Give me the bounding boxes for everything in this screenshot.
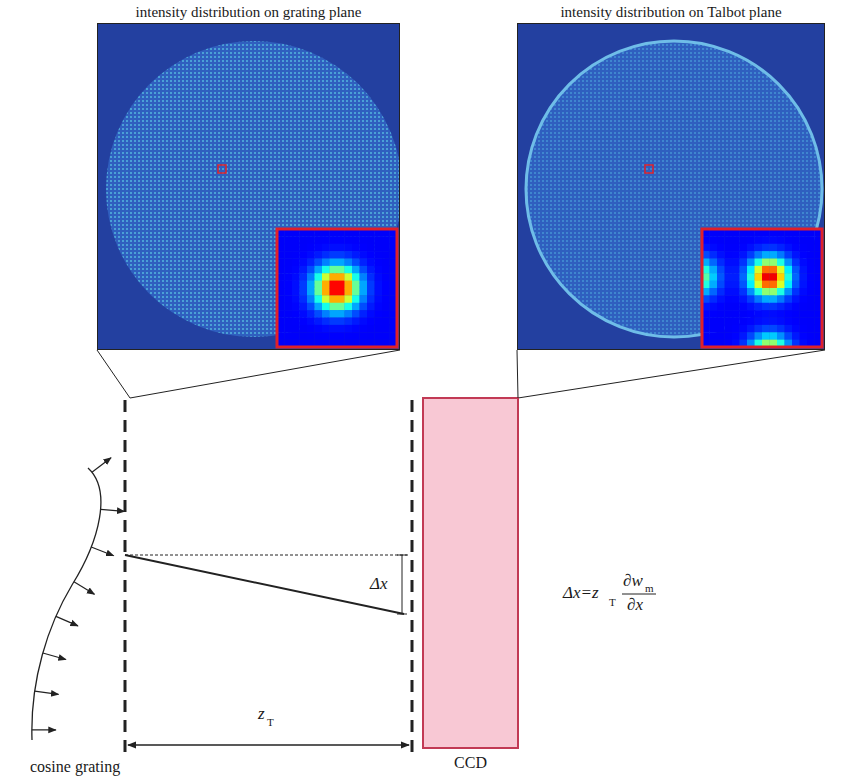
shift-bracket (397, 614, 407, 615)
wavefront-arrow (56, 616, 78, 626)
distance-arrow (128, 744, 409, 745)
wavefront-arrow (35, 691, 59, 694)
image-background (518, 24, 824, 349)
wavefront-arrows (32, 458, 125, 730)
wavefront-arrow (91, 547, 113, 556)
panel-title: intensity distribution on Talbot plane (560, 4, 781, 21)
intensity-panel: intensity distribution on Talbot plane (517, 23, 825, 350)
formula-text: ∂x (627, 595, 643, 615)
wavefront-curve (32, 468, 101, 740)
deflected-ray (125, 555, 404, 614)
zoom-inset (702, 229, 822, 347)
formula-text: Δx=z (563, 583, 599, 603)
intensity-image (98, 24, 399, 349)
wavefront-arrow (32, 729, 56, 730)
ccd-label: CCD (454, 754, 487, 772)
wavefront-arrow (74, 582, 95, 594)
leader-line (97, 350, 130, 398)
wavefront-arrow (101, 509, 125, 511)
subscript: m (645, 582, 654, 594)
ccd-box: CCD (423, 398, 518, 748)
wavefront-arrow (43, 653, 66, 660)
leader-line (517, 350, 518, 398)
zoom-region (645, 165, 653, 173)
leader-line (518, 350, 825, 398)
distance-label: z (258, 704, 265, 724)
panel-title: intensity distribution on grating plane (136, 4, 362, 21)
zoom-region (218, 165, 226, 173)
leader-line (130, 350, 400, 398)
shift-bracket (397, 555, 407, 556)
talbot-plane-line (411, 400, 414, 755)
reference-ray (125, 555, 408, 556)
illuminated-aperture (106, 41, 399, 337)
zoom-inset (277, 229, 397, 347)
wavefront-arrow (92, 458, 111, 473)
shift-bracket (402, 555, 403, 614)
subscript: T (609, 596, 616, 608)
subscript: T (267, 716, 274, 728)
intensity-panel: intensity distribution on grating plane (97, 23, 400, 350)
cosine-grating-line (124, 400, 127, 755)
formula-text: ∂w (623, 571, 643, 591)
grating-label: cosine grating (30, 758, 120, 776)
shift-label: Δx (370, 574, 388, 594)
intensity-image (518, 24, 824, 349)
ccd-sensor (423, 398, 518, 748)
illuminated-aperture (526, 41, 822, 337)
